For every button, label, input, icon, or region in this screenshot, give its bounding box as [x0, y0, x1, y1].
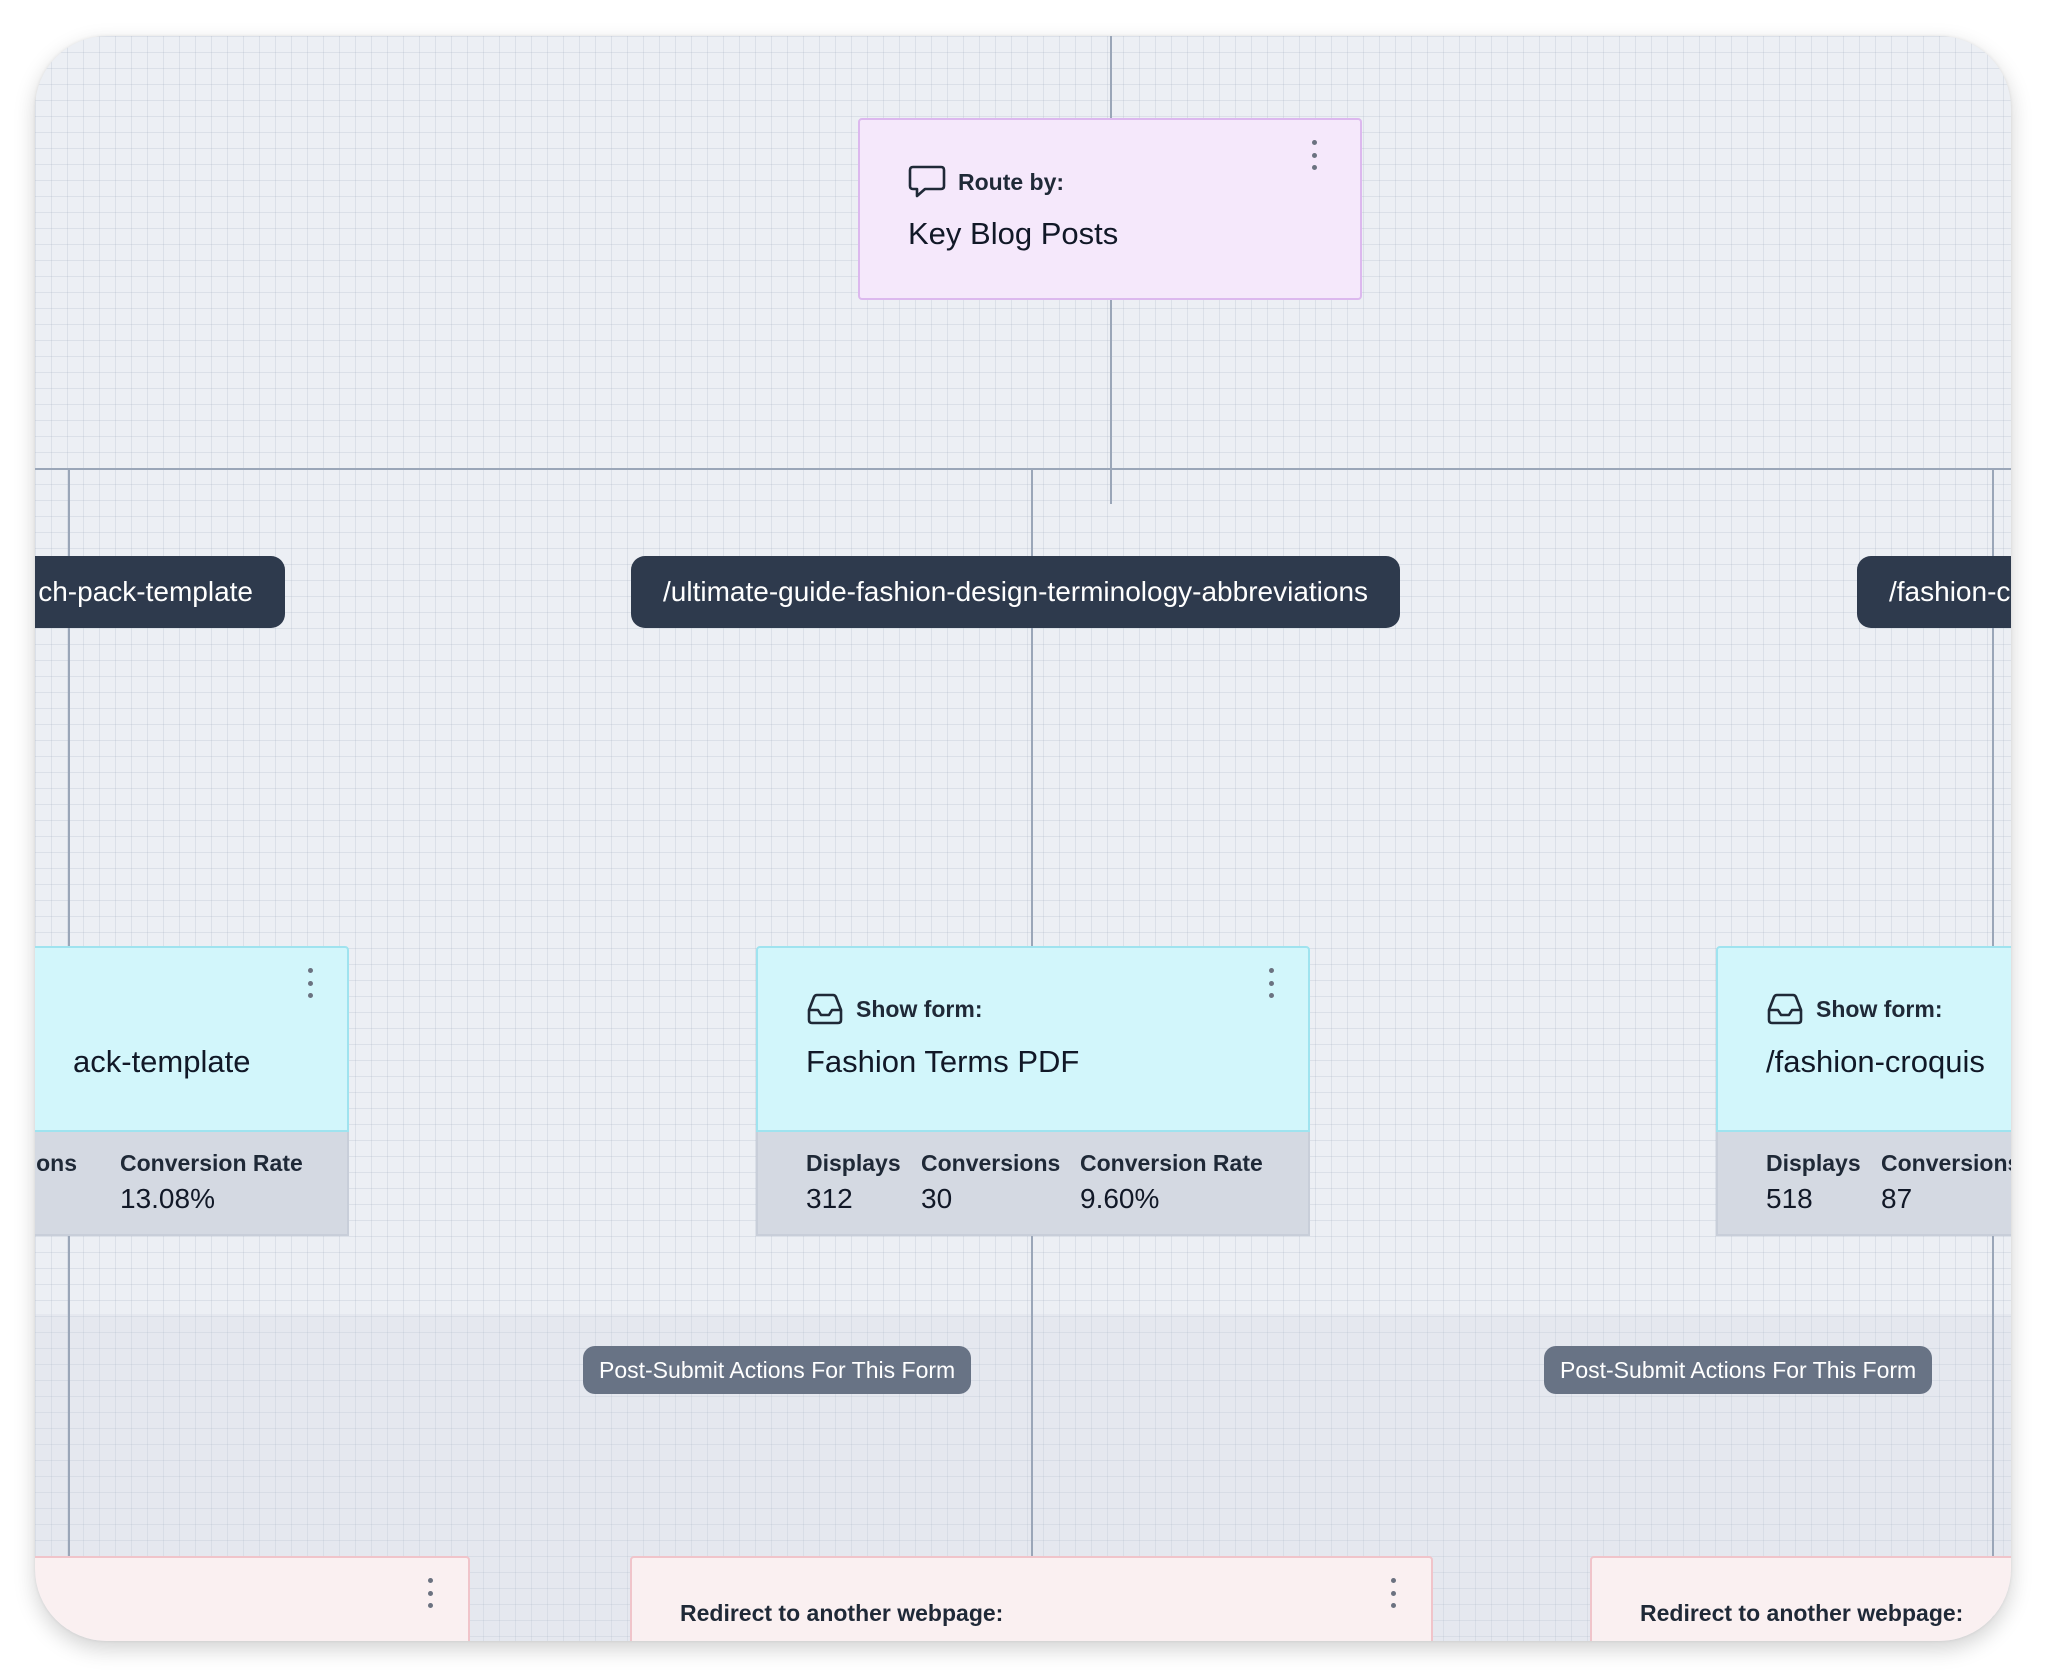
route-node-heading: Route by:	[958, 168, 1065, 195]
stat-conversions: rsions	[35, 1150, 78, 1176]
branch-path-pill[interactable]: /fashion-c	[1857, 556, 2011, 628]
route-node-card[interactable]: Route by: Key Blog Posts	[858, 118, 1362, 300]
route-node-title: Key Blog Posts	[908, 216, 1119, 251]
branch-path-pill[interactable]: /ultimate-guide-fashion-design-terminolo…	[631, 556, 1401, 628]
flow-canvas[interactable]: Route by: Key Blog Posts ch-pack-templat…	[35, 36, 2011, 1641]
redirect-card-menu-button[interactable]	[422, 1578, 438, 1608]
form-card-menu-button[interactable]	[1263, 968, 1279, 998]
post-submit-actions-label[interactable]: Post-Submit Actions For This Form	[583, 1346, 972, 1394]
show-form-card[interactable]: Show form: /fashion-croquis	[1716, 946, 2011, 1132]
branch-path-pill[interactable]: ch-pack-template	[35, 556, 285, 628]
connector-route-down	[1110, 300, 1112, 504]
form-card-header: Show form:	[806, 992, 983, 1026]
speech-bubble-icon	[908, 165, 946, 198]
form-title: Fashion Terms PDF	[806, 1044, 1080, 1079]
show-form-card[interactable]: Show form: Fashion Terms PDF	[756, 946, 1310, 1132]
form-card-header: Show form:	[1766, 992, 1943, 1026]
redirect-card[interactable]: Redirect to another webpage:	[630, 1556, 1433, 1641]
form-heading: Show form:	[1816, 995, 1943, 1022]
connector-top	[1110, 36, 1112, 118]
redirect-card[interactable]: Redirect to another webpage:	[1590, 1556, 2011, 1641]
redirect-card-menu-button[interactable]	[1385, 1578, 1401, 1608]
inbox-tray-icon	[807, 993, 843, 1025]
connector-horizontal	[35, 468, 2011, 470]
redirect-heading: Redirect to another webpage:	[1640, 1600, 1964, 1626]
show-form-card[interactable]: ack-template	[35, 946, 349, 1132]
form-title: ack-template	[73, 1044, 251, 1079]
route-node-menu-button[interactable]	[1306, 140, 1322, 170]
form-title: /fashion-croquis	[1766, 1044, 1985, 1079]
route-node-header: Route by:	[908, 164, 1064, 200]
post-submit-actions-label[interactable]: Post-Submit Actions For This Form	[1544, 1346, 1933, 1394]
inbox-tray-icon	[1767, 993, 1803, 1025]
form-heading: Show form:	[856, 995, 983, 1022]
redirect-heading: Redirect to another webpage:	[680, 1600, 1004, 1626]
form-card-menu-button[interactable]	[302, 968, 318, 998]
redirect-card[interactable]	[35, 1556, 470, 1641]
